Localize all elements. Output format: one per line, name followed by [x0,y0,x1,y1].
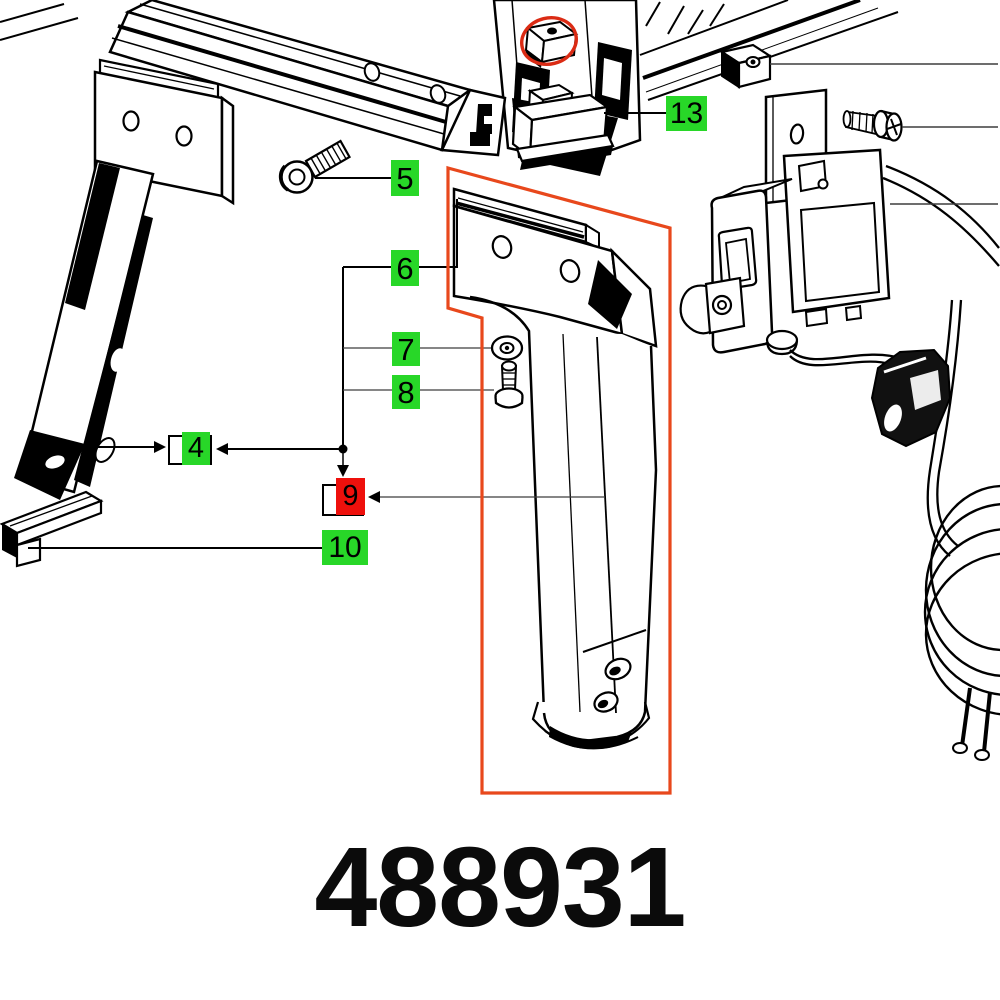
front-rail [108,0,507,157]
part-badge-9-selected[interactable]: 9 [322,478,365,516]
arrowhead-right [154,441,166,453]
pan-head-screw [842,109,903,142]
clamping-block [511,83,615,170]
part-badge-6[interactable]: 6 [391,250,419,286]
main-clamp-arm [452,187,658,750]
socket-head-screw [278,139,351,194]
part-badge-9-label: 9 [336,478,365,515]
support-leg [14,159,155,500]
cable-coil [923,484,1000,761]
leader-lines [28,63,998,549]
part-badge-13[interactable]: 13 [666,96,707,131]
switch-assembly [679,148,891,356]
part-badge-4[interactable]: 4 [168,432,212,465]
square-nut [719,43,773,89]
selection-outline [446,165,672,795]
background-rails [0,3,79,41]
arrowhead-left [216,443,228,455]
washer [490,335,524,361]
part-badge-4-label: 4 [182,432,210,465]
power-plug [870,348,952,448]
part-badge-7[interactable]: 7 [392,332,420,366]
order-number: 488931 [314,824,686,950]
part-badge-10[interactable]: 10 [322,530,368,565]
grub-screw [494,360,524,409]
highlight-circle [520,16,578,66]
part-badge-5[interactable]: 5 [391,160,419,196]
part-badge-8[interactable]: 8 [392,375,420,409]
arrowhead-down [337,465,349,477]
rear-rail [639,0,899,101]
arrowhead-into-9 [368,491,380,503]
slide-block [0,490,104,568]
